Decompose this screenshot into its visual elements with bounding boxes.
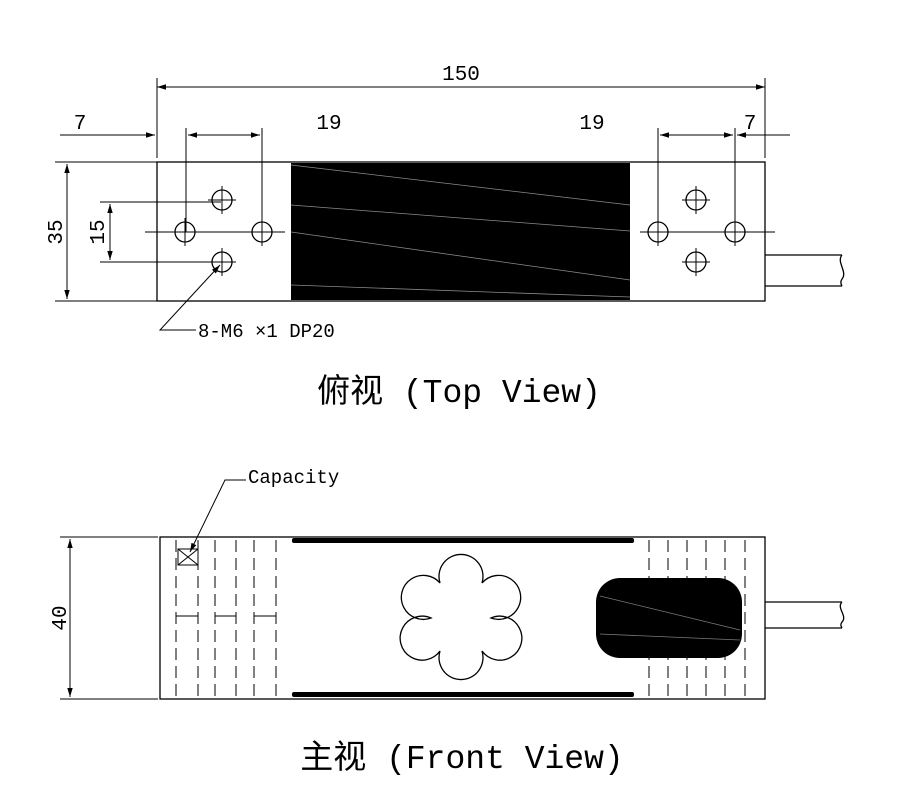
dim-height: 40 xyxy=(50,605,73,630)
hole-left-mid-2 xyxy=(251,218,273,246)
front-gauge-pocket xyxy=(596,578,742,658)
front-left-hidden-lines xyxy=(175,540,277,697)
thread-note: 8-M6 ×1 DP20 xyxy=(198,321,335,343)
hole-right-mid-1 xyxy=(647,218,669,246)
dim-hole-spacing: 15 xyxy=(88,219,111,244)
top-view-title: 俯视 (Top View) xyxy=(317,373,601,412)
top-cable xyxy=(765,254,845,287)
top-left-hole-group xyxy=(145,186,285,276)
capacity-leader xyxy=(189,479,246,553)
top-view: 150 7 19 19 7 35 15 8-M6 ×1 DP20 俯视 (Top… xyxy=(46,64,845,412)
hole-left-mid-1 xyxy=(174,218,196,246)
top-extension-lines xyxy=(55,78,766,302)
dim-width: 35 xyxy=(46,219,69,244)
hole-right-top xyxy=(682,186,710,214)
flexure-cutout xyxy=(399,553,523,681)
sensor-sheen-lines xyxy=(290,164,631,298)
pocket-sheen-lines xyxy=(599,595,741,641)
top-right-hole-group xyxy=(640,186,775,276)
capacity-label: Capacity xyxy=(248,467,339,489)
hole-left-top xyxy=(208,186,236,214)
dim-overall-length: 150 xyxy=(442,64,480,87)
front-top-strip xyxy=(292,538,634,543)
dim-left-spacing: 19 xyxy=(316,113,341,136)
front-bottom-strip xyxy=(292,692,634,697)
thread-leader xyxy=(158,264,221,331)
front-body-outline xyxy=(159,536,766,700)
front-cable xyxy=(765,601,845,629)
top-sensor-area xyxy=(291,163,630,300)
capacity-mark xyxy=(177,548,199,566)
dim-right-edge: 7 xyxy=(744,113,757,136)
dim-right-spacing: 19 xyxy=(579,113,604,136)
hole-right-mid-2 xyxy=(724,218,746,246)
top-dimension-lines xyxy=(60,84,790,299)
dim-left-edge: 7 xyxy=(74,113,87,136)
front-view-title: 主视 (Front View) xyxy=(300,739,623,778)
hole-left-bottom xyxy=(208,248,236,276)
hole-right-bottom xyxy=(682,248,710,276)
front-view: Capacity 40 主视 (Front View) xyxy=(50,467,845,778)
